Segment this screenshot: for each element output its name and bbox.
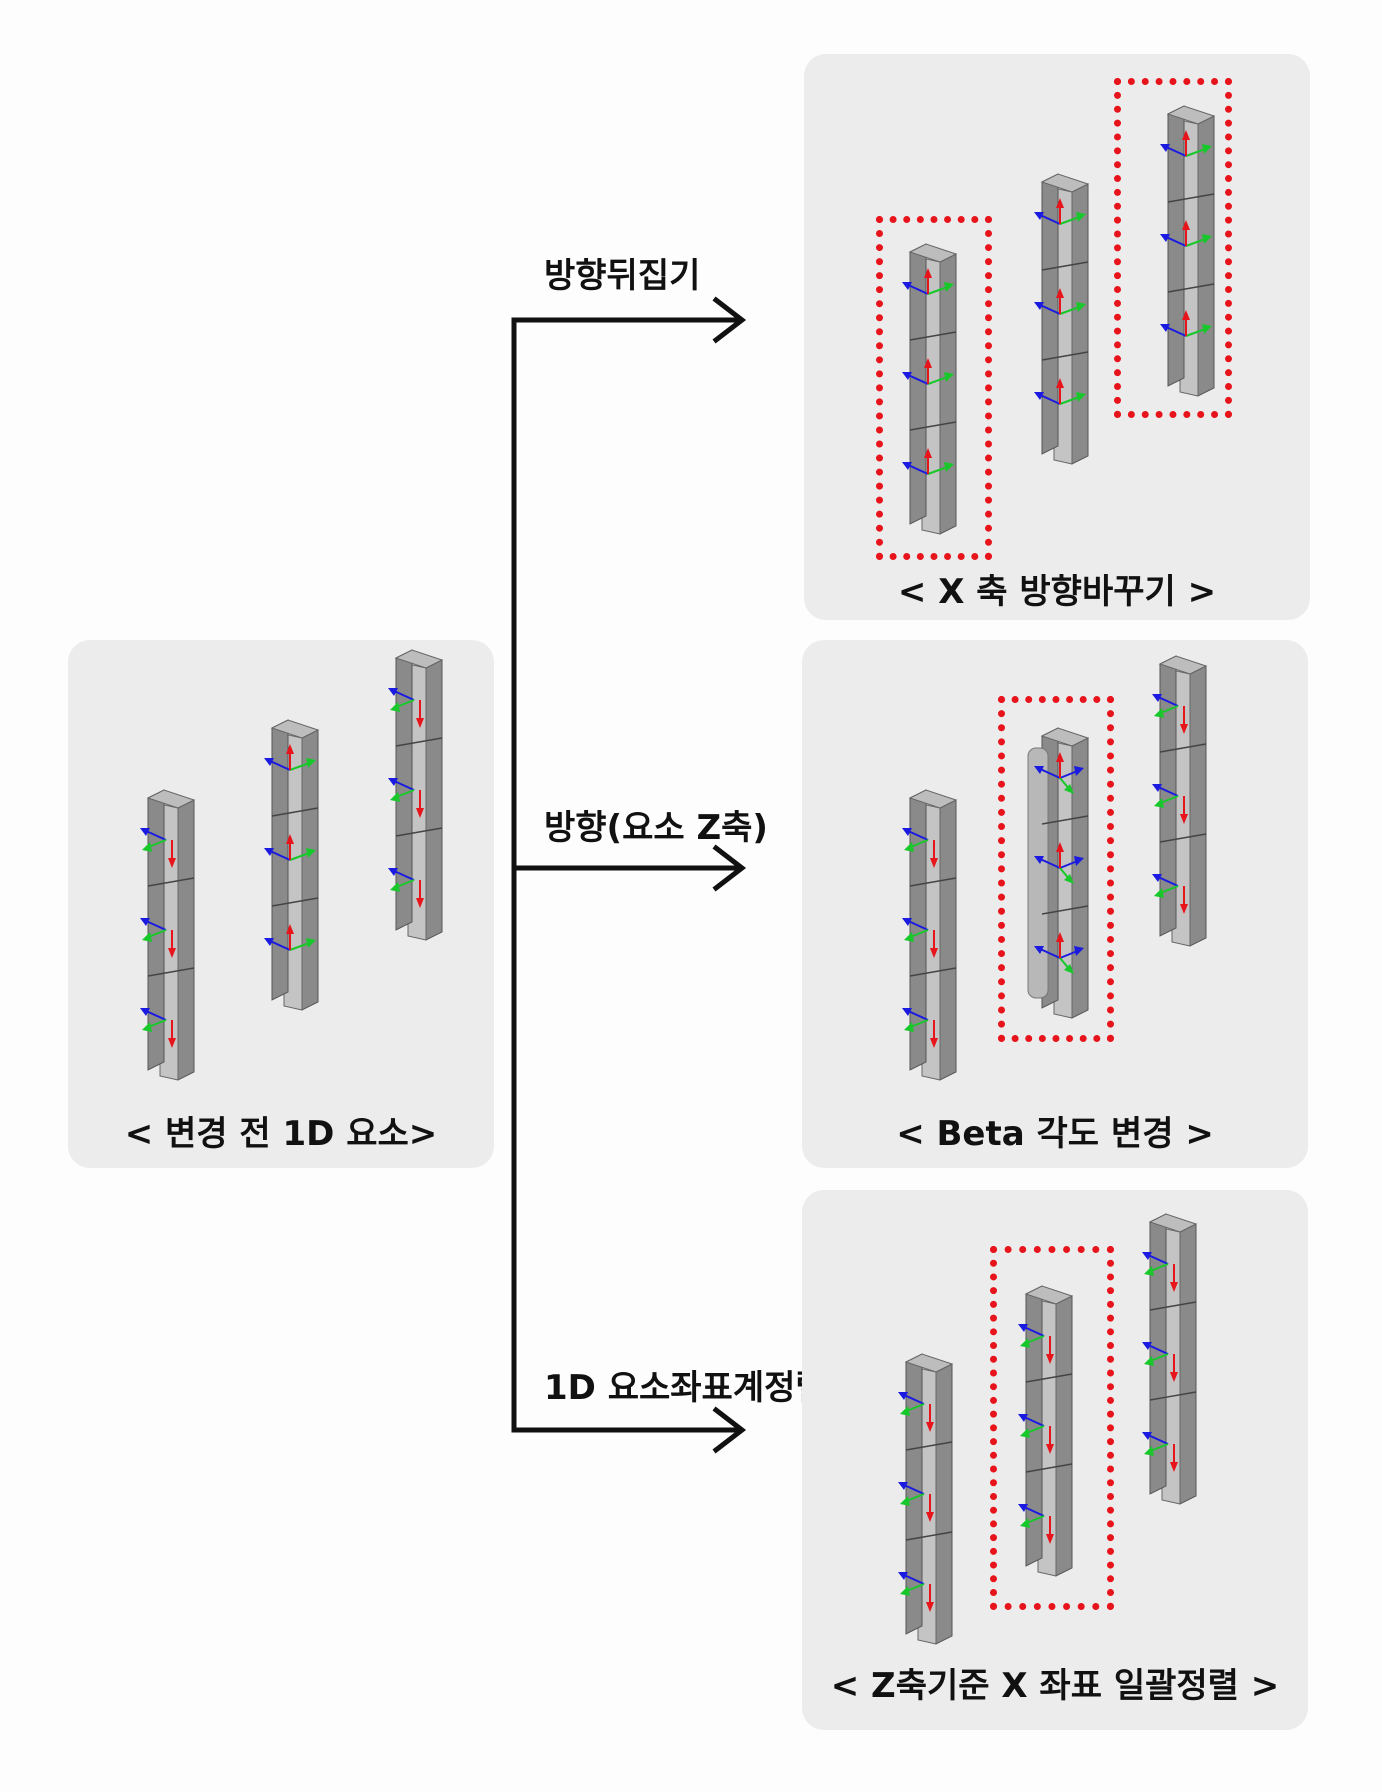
local-axis-triad-icon bbox=[902, 1008, 938, 1048]
i-beam-icon bbox=[902, 243, 958, 535]
local-axis-triad-icon bbox=[1034, 198, 1086, 225]
panel-beta: < Beta 각도 변경 > bbox=[802, 640, 1308, 1168]
i-beam-icon bbox=[388, 649, 444, 941]
local-axis-triad-icon bbox=[1160, 220, 1212, 247]
i-beam-icon bbox=[1142, 1213, 1198, 1505]
local-axis-triad-icon bbox=[1160, 310, 1212, 337]
highlight-box bbox=[990, 1246, 1114, 1610]
local-axis-triad-icon bbox=[898, 1392, 934, 1432]
panel-align: < Z축기준 X 좌표 일괄정렬 > bbox=[802, 1190, 1308, 1730]
highlight-box bbox=[876, 216, 992, 560]
local-axis-triad-icon bbox=[1152, 694, 1188, 734]
operation-label-flip: 방향뒤집기 bbox=[544, 256, 701, 296]
local-axis-triad-icon bbox=[1018, 1414, 1054, 1454]
local-axis-triad-icon bbox=[1034, 378, 1086, 405]
local-axis-triad-icon bbox=[264, 744, 316, 771]
local-axis-triad-icon bbox=[1018, 1324, 1054, 1364]
local-axis-triad-icon bbox=[140, 1008, 176, 1048]
operation-label-align: 1D 요소좌표계정렬 bbox=[544, 1368, 827, 1408]
panel-caption: < Z축기준 X 좌표 일괄정렬 > bbox=[830, 1666, 1280, 1706]
panel-caption: < Beta 각도 변경 > bbox=[896, 1114, 1214, 1154]
local-axis-triad-icon bbox=[902, 268, 954, 295]
local-axis-triad-icon bbox=[1034, 752, 1084, 794]
local-axis-triad-icon bbox=[140, 828, 176, 868]
i-beam-icon bbox=[1034, 173, 1090, 465]
local-axis-triad-icon bbox=[388, 868, 424, 908]
panel-before: < 변경 전 1D 요소> bbox=[68, 640, 494, 1168]
local-axis-triad-icon bbox=[1034, 842, 1084, 884]
local-axis-triad-icon bbox=[140, 918, 176, 958]
panel-flip: < X 축 방향바꾸기 > bbox=[804, 54, 1310, 620]
i-beam-icon bbox=[140, 789, 196, 1081]
local-axis-triad-icon bbox=[1142, 1342, 1178, 1382]
i-beam-icon bbox=[1152, 655, 1208, 947]
i-beam-icon bbox=[1160, 105, 1216, 397]
local-axis-triad-icon bbox=[898, 1572, 934, 1612]
local-axis-triad-icon bbox=[1018, 1504, 1054, 1544]
local-axis-triad-icon bbox=[388, 688, 424, 728]
local-axis-triad-icon bbox=[898, 1482, 934, 1522]
local-axis-triad-icon bbox=[388, 778, 424, 818]
local-axis-triad-icon bbox=[1142, 1252, 1178, 1292]
local-axis-triad-icon bbox=[902, 358, 954, 385]
local-axis-triad-icon bbox=[1152, 784, 1188, 824]
panel-caption: < 변경 전 1D 요소> bbox=[124, 1114, 438, 1154]
local-axis-triad-icon bbox=[264, 924, 316, 951]
local-axis-triad-icon bbox=[902, 828, 938, 868]
local-axis-triad-icon bbox=[1034, 932, 1084, 974]
local-axis-triad-icon bbox=[902, 918, 938, 958]
operation-label-beta: 방향(요소 Z축) bbox=[544, 808, 768, 848]
panel-caption: < X 축 방향바꾸기 > bbox=[897, 572, 1217, 612]
i-beam-icon bbox=[1027, 727, 1090, 1019]
local-axis-triad-icon bbox=[902, 448, 954, 475]
local-axis-triad-icon bbox=[1142, 1432, 1178, 1472]
local-axis-triad-icon bbox=[1160, 130, 1212, 157]
local-axis-triad-icon bbox=[264, 834, 316, 861]
i-beam-icon bbox=[264, 719, 320, 1011]
local-axis-triad-icon bbox=[1034, 288, 1086, 315]
local-axis-triad-icon bbox=[1152, 874, 1188, 914]
i-beam-icon bbox=[902, 789, 958, 1081]
highlight-box bbox=[998, 696, 1114, 1042]
i-beam-icon bbox=[1018, 1285, 1074, 1577]
highlight-box bbox=[1114, 78, 1232, 418]
i-beam-icon bbox=[898, 1353, 954, 1645]
